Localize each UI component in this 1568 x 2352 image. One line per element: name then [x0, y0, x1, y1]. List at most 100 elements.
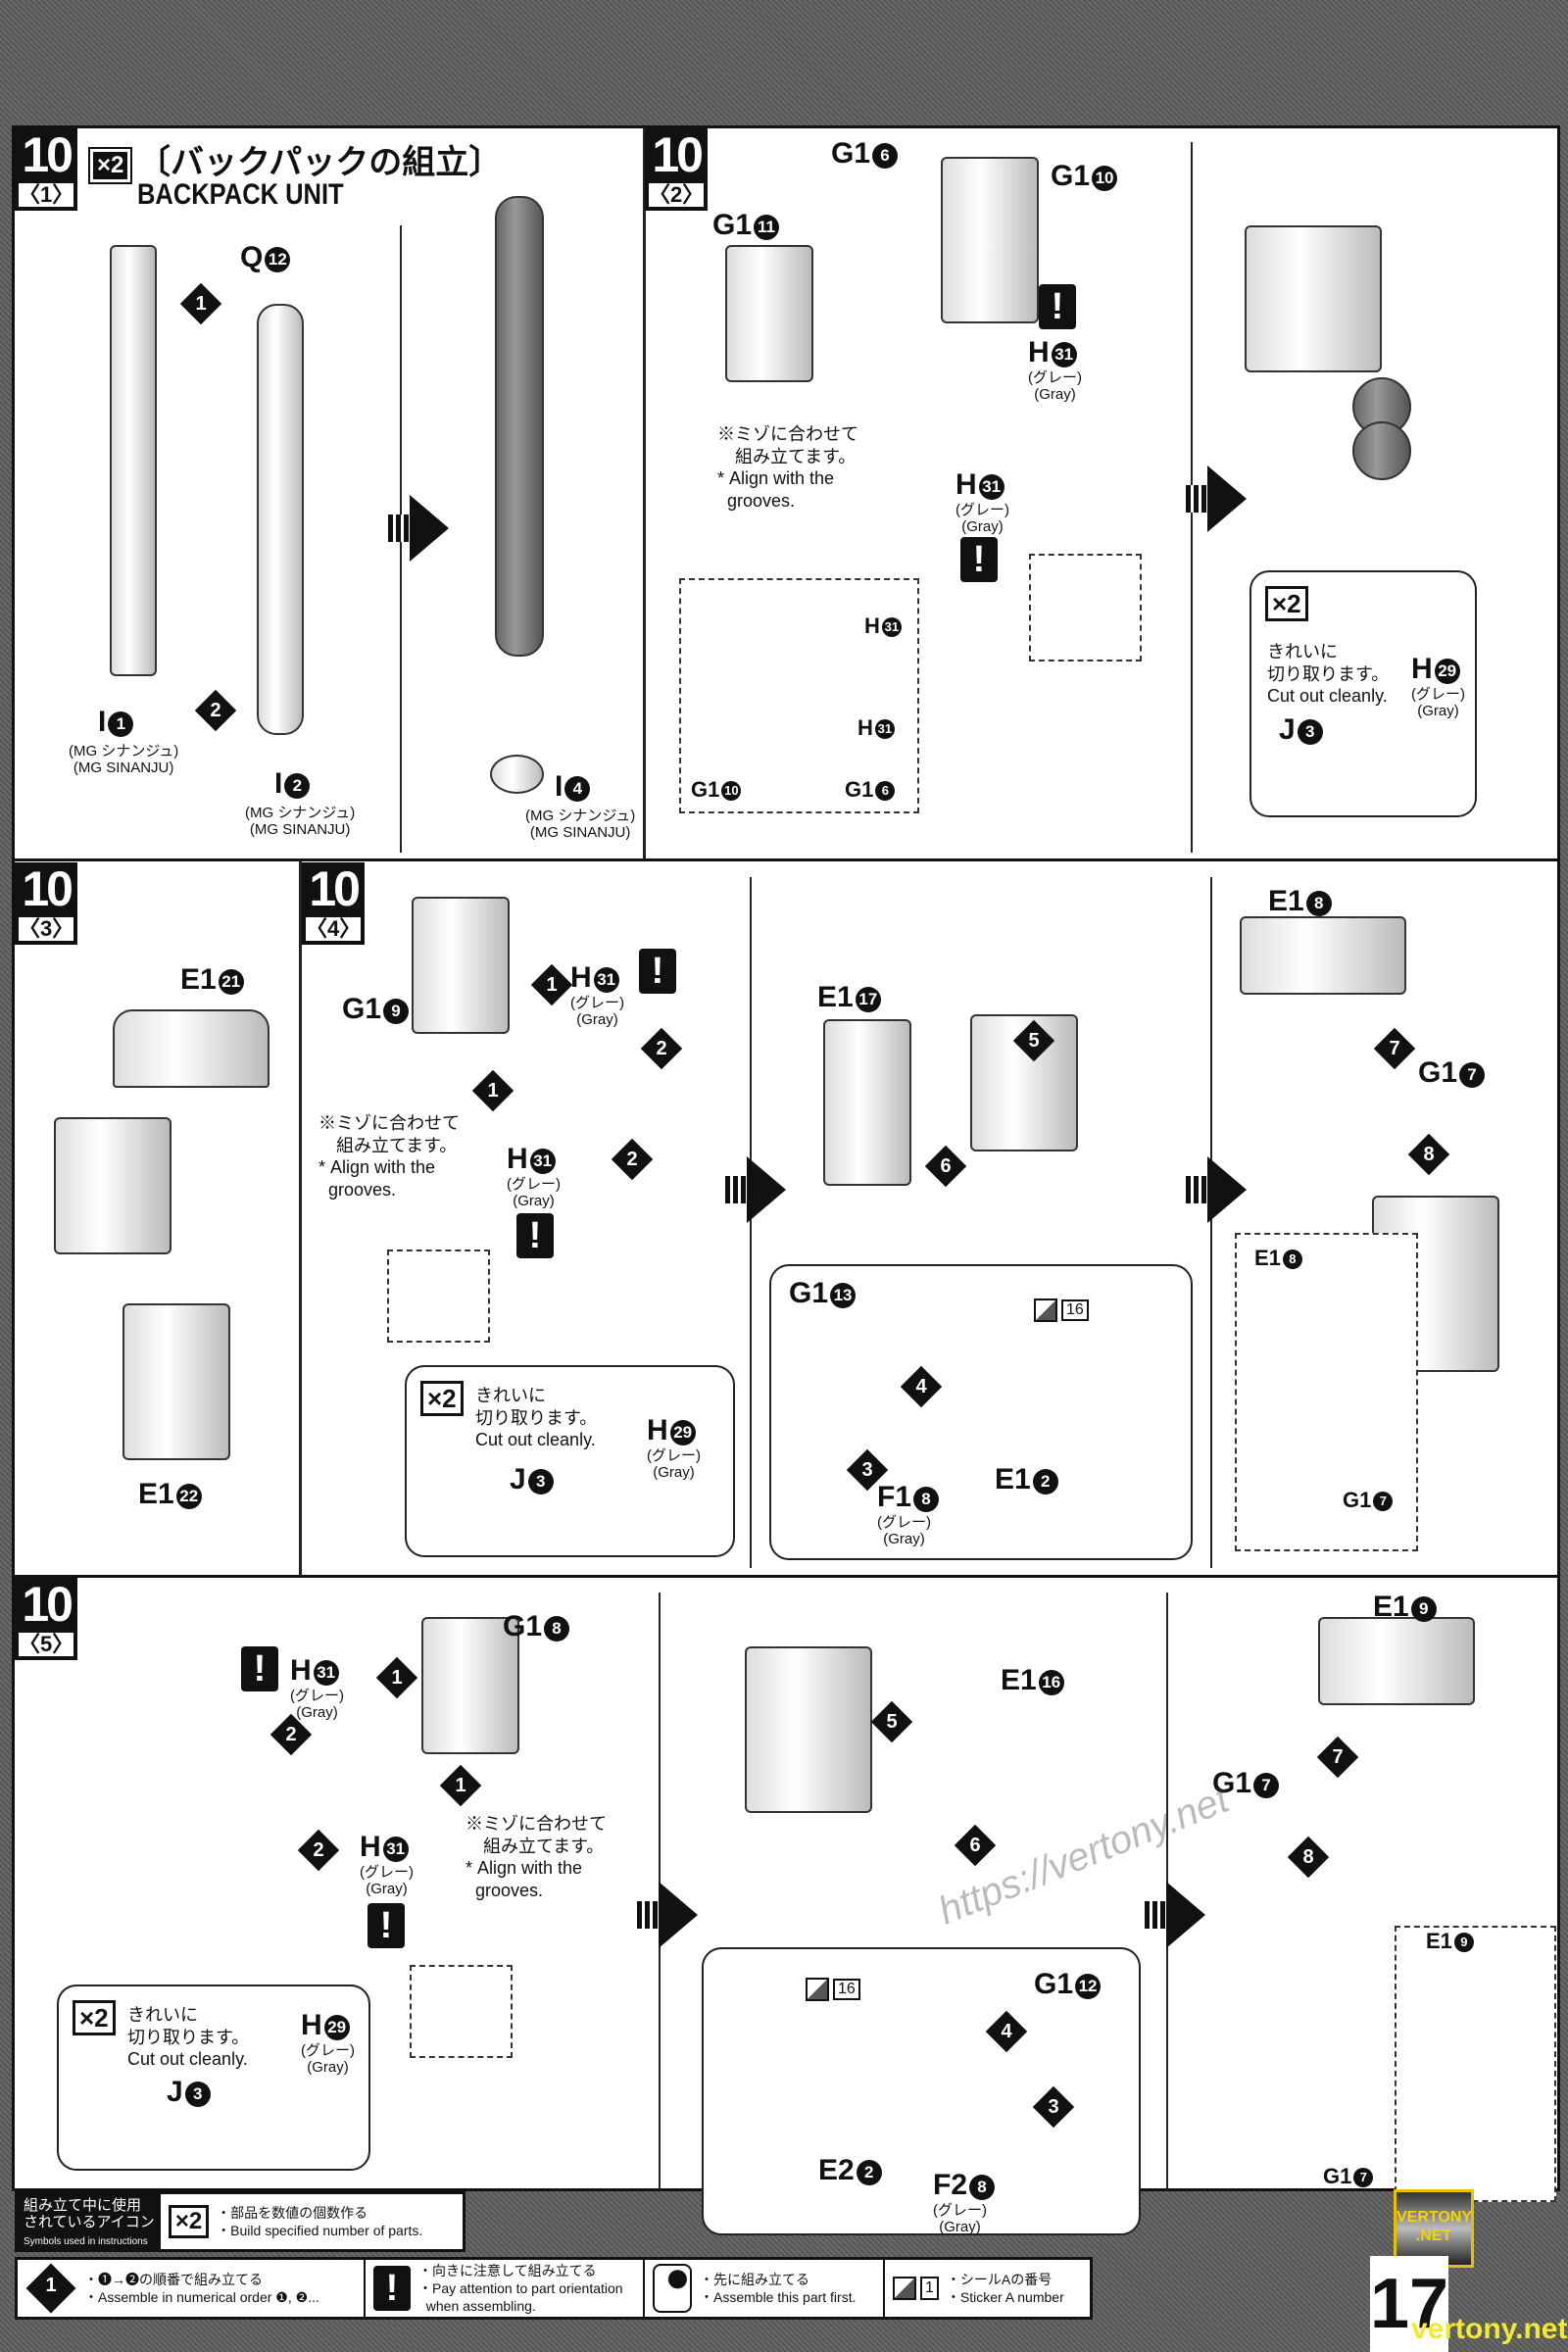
- sticker-icon: [1034, 1298, 1057, 1322]
- step-order-icon: 5: [1012, 1019, 1055, 1062]
- step-header: 10〈4〉: [302, 862, 366, 945]
- step-order-icon: 1: [179, 282, 222, 325]
- step-order-icon: 1: [439, 1764, 482, 1807]
- exclamation-icon: !: [516, 1213, 554, 1258]
- exclamation-icon: !: [1039, 284, 1076, 329]
- groove-note: ※ミゾに合わせて 組み立てます。 * Align with the groove…: [318, 1113, 460, 1200]
- row-divider: [12, 858, 1560, 861]
- cut-cleanly-note: きれいに 切り取ります。 Cut out cleanly.: [475, 1386, 598, 1449]
- next-arrow-icon: [1186, 1156, 1247, 1223]
- backpack-part-drawing: [412, 897, 510, 1034]
- step-header: 10〈5〉: [15, 1578, 78, 1660]
- step-order-icon: 3: [846, 1448, 889, 1492]
- step-order-icon: 7: [1316, 1736, 1359, 1779]
- next-arrow-icon: [1145, 1882, 1205, 1948]
- section-title-jp: 〔バックパックの組立〕: [137, 144, 503, 181]
- color-note: (グレー) (Gray): [290, 1688, 344, 1722]
- sub-assembly-box: [769, 1264, 1193, 1560]
- cover-part-drawing: [113, 1009, 270, 1088]
- step-order-icon: 2: [611, 1138, 654, 1181]
- frame-part-drawing: [110, 245, 157, 676]
- color-note: (グレー) (Gray): [301, 2042, 355, 2077]
- cover-part-drawing: [122, 1303, 230, 1460]
- step-order-icon: 2: [270, 1713, 313, 1756]
- backpack-part-drawing: [941, 157, 1039, 323]
- model-note: (MG シナンジュ) (MG SINANJU): [245, 805, 356, 839]
- fin-part-drawing: [1318, 1617, 1475, 1705]
- detail-box: [387, 1250, 490, 1343]
- sticker-icon: [893, 2276, 916, 2300]
- section-title-en: BACKPACK UNIT: [137, 178, 344, 211]
- exclamation-icon: !: [960, 537, 998, 582]
- panel-divider: [643, 127, 646, 859]
- sub-assembly-box: [702, 1947, 1141, 2235]
- step-order-icon: 2: [640, 1027, 683, 1070]
- exclamation-icon: !: [373, 2266, 411, 2311]
- color-note: (グレー) (Gray): [933, 2202, 987, 2236]
- sticker-16: 16: [1034, 1298, 1089, 1322]
- multiplier-badge: ×2: [1265, 586, 1308, 621]
- detail-box: [410, 1965, 513, 2058]
- watermark-logo: VERTONY.NET: [1394, 2189, 1474, 2268]
- cover-part-drawing: [823, 1019, 911, 1186]
- panel-divider: [299, 860, 302, 1576]
- step-header: 10〈3〉: [15, 862, 78, 945]
- step-number-icon: 1: [25, 2263, 76, 2314]
- cut-cleanly-note: きれいに 切り取ります。 Cut out cleanly.: [127, 2005, 250, 2069]
- page-number: 17: [1370, 2256, 1448, 2352]
- step-order-icon: 1: [375, 1656, 418, 1699]
- color-note: (グレー) (Gray): [507, 1176, 561, 1210]
- step-order-icon: 3: [1032, 2085, 1075, 2129]
- color-note: (グレー) (Gray): [956, 502, 1009, 536]
- groove-note: ※ミゾに合わせて 組み立てます。 * Align with the groove…: [717, 424, 858, 511]
- color-note: (グレー) (Gray): [360, 1864, 414, 1898]
- thruster-drawing: [1352, 421, 1411, 480]
- multiplier-badge: ×2: [73, 2000, 116, 2035]
- backpack-part-drawing: [745, 1646, 872, 1813]
- next-arrow-icon: [637, 1882, 698, 1948]
- multiplier-icon: ×2: [168, 2205, 210, 2238]
- exclamation-icon: !: [368, 1903, 405, 1948]
- cylinder-part-drawing: [257, 304, 304, 735]
- step-order-icon: 8: [1287, 1836, 1330, 1879]
- sticker-icon: [806, 1978, 829, 2001]
- row-divider: [12, 1575, 1560, 1578]
- step-order-icon: 1: [530, 963, 573, 1006]
- next-arrow-icon: [388, 495, 449, 562]
- backpack-part-drawing: [54, 1117, 172, 1254]
- next-arrow-icon: [725, 1156, 786, 1223]
